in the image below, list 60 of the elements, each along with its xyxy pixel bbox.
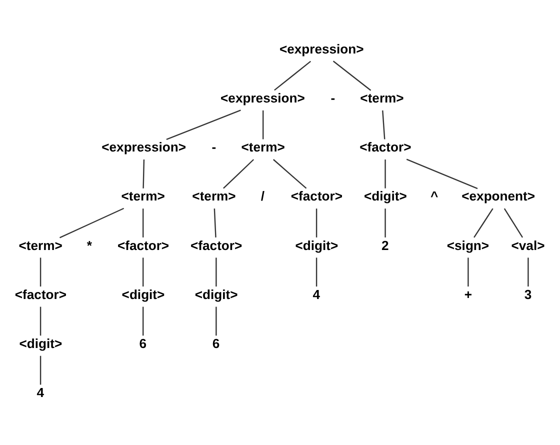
node-text: 6 (139, 336, 147, 351)
connector (214, 208, 216, 237)
label: * (86, 237, 92, 252)
connector (316, 208, 318, 237)
connector (474, 208, 494, 238)
node-text: <val> (511, 237, 545, 252)
node-text: <expression> (279, 40, 364, 56)
connector (40, 306, 42, 336)
node-text: <term> (192, 188, 236, 204)
label: / (260, 188, 265, 204)
connector (274, 60, 312, 90)
node-text: <digit> (122, 286, 165, 302)
label: - (212, 139, 216, 154)
connector (262, 110, 264, 139)
node-text: <expression> (102, 139, 186, 154)
node-text: 4 (36, 384, 44, 400)
node-text: <term> (121, 188, 165, 204)
connector (60, 207, 124, 238)
label: - (330, 90, 336, 106)
node-text: 3 (524, 286, 532, 302)
connector (504, 208, 524, 238)
node-text: <factor> (117, 237, 170, 252)
connector (468, 257, 469, 286)
node-text: <factor> (290, 188, 343, 204)
node-text: <factor> (360, 139, 412, 154)
node-text: <exponent> (462, 188, 536, 204)
connector (142, 306, 144, 336)
node-text: <expression> (220, 90, 305, 106)
node-text: 2 (381, 237, 389, 252)
node-text: <sign> (446, 237, 490, 252)
node-text: <term> (241, 139, 285, 154)
node-text: <digit> (364, 188, 407, 204)
connector (142, 257, 144, 286)
node-text: <term> (360, 90, 404, 106)
connector (40, 257, 42, 286)
connector (216, 257, 217, 286)
node-text: <term> (18, 237, 62, 252)
node-text: <digit> (194, 286, 238, 302)
connector (273, 158, 307, 188)
connector (332, 60, 372, 90)
node-text: <digit> (295, 237, 338, 252)
connector (406, 158, 478, 189)
node-text: 6 (212, 336, 220, 351)
connector (216, 306, 217, 336)
connector (316, 257, 318, 286)
node-text: <factor> (190, 237, 242, 252)
connector (384, 159, 386, 188)
node-text: + (464, 286, 472, 302)
label: ^ (430, 188, 438, 204)
connector (40, 355, 42, 384)
node-text: 4 (312, 286, 320, 302)
connector (142, 208, 144, 237)
node-text: <digit> (19, 336, 62, 351)
connector (142, 158, 145, 188)
connector (528, 257, 529, 286)
node-text: <factor> (14, 286, 67, 302)
connector (166, 109, 241, 140)
connector (223, 158, 254, 188)
connector (382, 110, 386, 139)
connector (384, 208, 386, 237)
